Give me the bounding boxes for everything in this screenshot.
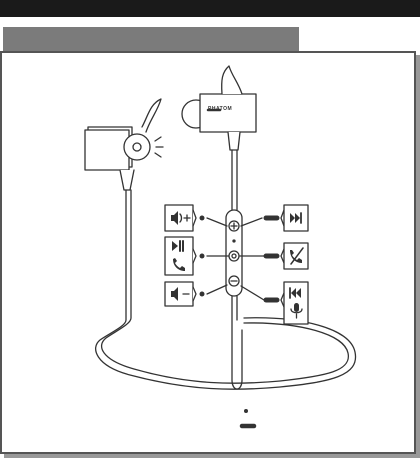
play-call-control	[165, 237, 229, 275]
dot-indicator	[200, 216, 205, 221]
dot-indicator	[200, 254, 205, 259]
dot-indicator	[200, 292, 205, 297]
reject-call-control	[240, 243, 308, 269]
brand-label: PHATOM	[208, 106, 232, 112]
volume-up-control	[165, 205, 227, 231]
next-track-control	[241, 205, 308, 231]
inline-remote	[226, 210, 242, 296]
left-earbud	[85, 99, 163, 190]
legend-dot	[244, 409, 248, 413]
legend	[242, 409, 254, 426]
volume-down-control	[165, 282, 227, 306]
